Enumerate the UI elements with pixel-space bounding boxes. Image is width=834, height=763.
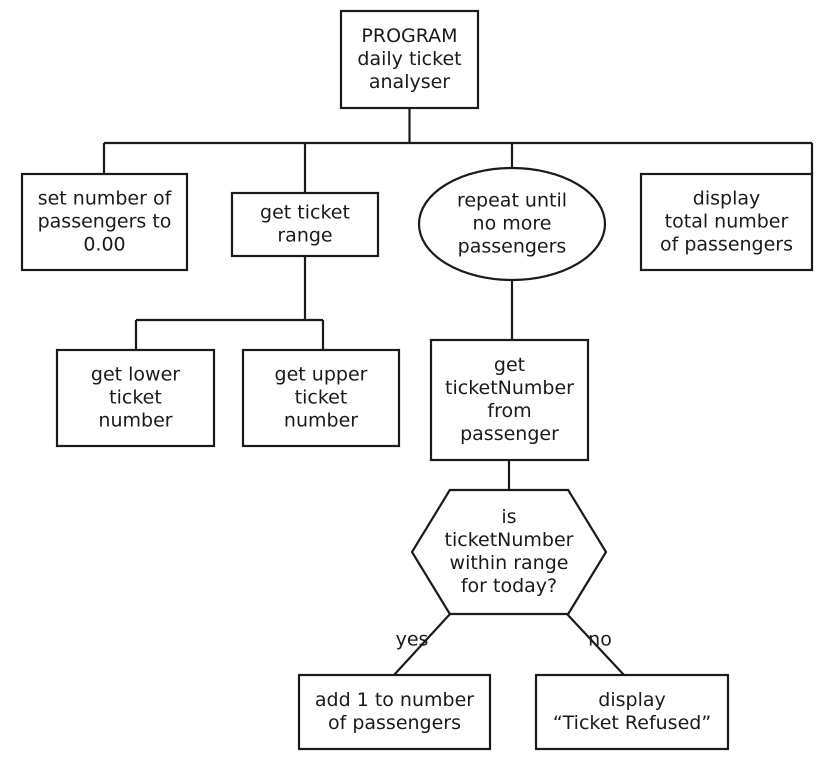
node-label-line: passenger bbox=[460, 423, 559, 445]
node-shape-rectangle bbox=[639, 172, 814, 272]
node-label-line: of passengers bbox=[660, 234, 793, 256]
node-label-line: ticketNumber bbox=[445, 529, 574, 551]
node-label-line: analyser bbox=[369, 71, 450, 93]
node-shape-rectangle bbox=[534, 673, 730, 751]
node-label-line: set number of bbox=[38, 188, 173, 210]
node-label-line: get lower bbox=[91, 364, 180, 386]
node-label-line: within range bbox=[450, 552, 569, 574]
no-label: no bbox=[588, 629, 612, 651]
node-label-line: add 1 to number bbox=[315, 689, 474, 711]
connector-layer bbox=[102, 108, 814, 676]
node-label-line: ticketNumber bbox=[445, 377, 574, 399]
hexagon-no-branch bbox=[566, 613, 625, 676]
node-shape-rectangle bbox=[230, 191, 380, 258]
node-label-line: 0.00 bbox=[83, 234, 125, 256]
node-label-line: get upper bbox=[275, 364, 368, 386]
node-label-line: “Ticket Refused” bbox=[553, 712, 711, 734]
node-label-line: passengers to bbox=[38, 211, 172, 233]
yes-label: yes bbox=[396, 629, 429, 651]
node-label-line: no more bbox=[473, 213, 552, 235]
node-label-line: get ticket bbox=[260, 202, 350, 224]
node-label-line: ticket bbox=[295, 387, 348, 409]
node-label-line: daily ticket bbox=[357, 48, 461, 70]
node-label-line: total number bbox=[665, 211, 789, 233]
node-shape-rectangle bbox=[339, 9, 480, 110]
node-shape-ellipse bbox=[417, 166, 607, 282]
node-label-line: get bbox=[494, 354, 525, 376]
node-label-line: of passengers bbox=[328, 712, 461, 734]
node-label-line: number bbox=[284, 410, 358, 432]
node-label-line: display bbox=[598, 689, 665, 711]
node-label-line: from bbox=[487, 400, 531, 422]
node-shape-rectangle bbox=[20, 172, 189, 272]
node-shape-rectangle bbox=[55, 348, 216, 448]
node-shape-rectangle bbox=[429, 338, 590, 462]
node-label-line: display bbox=[693, 188, 760, 210]
node-shape-hexagon bbox=[410, 488, 608, 616]
node-label-line: range bbox=[277, 225, 332, 247]
branch-label-layer: yes no bbox=[396, 629, 612, 651]
node-label-line: for today? bbox=[461, 575, 557, 597]
node-label-line: PROGRAM bbox=[361, 25, 457, 47]
node-label-line: number bbox=[98, 410, 172, 432]
node-label-line: passengers bbox=[458, 236, 567, 258]
node-label-line: ticket bbox=[109, 387, 162, 409]
node-label-line: is bbox=[501, 506, 516, 528]
node-label-line: repeat until bbox=[457, 190, 567, 212]
node-shape-rectangle bbox=[241, 348, 401, 448]
node-shape-rectangle bbox=[297, 673, 492, 751]
hexagon-yes-branch bbox=[393, 613, 451, 676]
node-display-refused[interactable]: display“Ticket Refused” bbox=[534, 673, 730, 751]
